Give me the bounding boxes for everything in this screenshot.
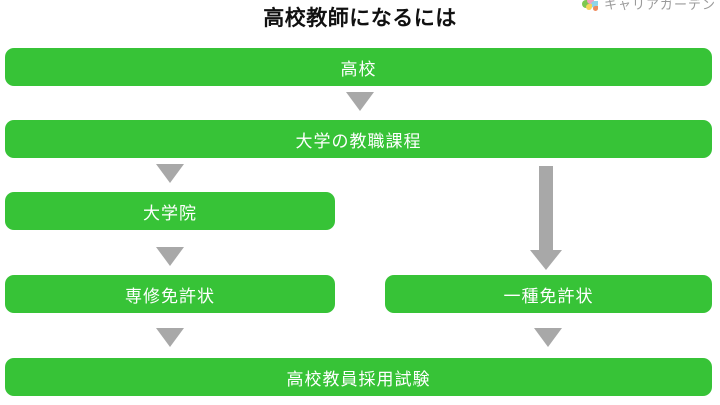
arrow-gradschool-to-specialized-license [156, 247, 184, 266]
brand-name: キャリアガーデン [603, 0, 716, 12]
brand-watermark: キャリアガーデン [581, 0, 716, 14]
flow-node-university-teaching-course: 大学の教職課程 [5, 120, 712, 158]
flow-node-highschool: 高校 [5, 48, 712, 86]
flow-node-type1-license: 一種免許状 [385, 275, 712, 313]
arrow-university-to-type1-license [530, 166, 562, 270]
arrow-type1-license-to-exam [534, 328, 562, 347]
flow-node-specialized-license: 専修免許状 [5, 275, 335, 313]
arrow-highschool-to-university [346, 92, 374, 111]
flow-node-graduate-school: 大学院 [5, 192, 335, 230]
arrow-specialized-license-to-exam [156, 328, 184, 347]
flow-node-teacher-employment-exam: 高校教員採用試験 [5, 358, 712, 396]
page-title: 高校教師になるには [263, 7, 457, 30]
arrow-university-to-gradschool [156, 164, 184, 183]
leaf-cluster-icon [581, 0, 600, 13]
